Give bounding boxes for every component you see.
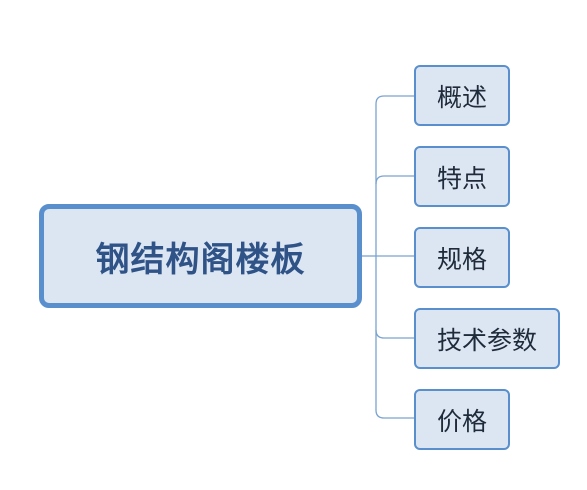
connector-branch-features	[375, 175, 414, 185]
child-node-label: 技术参数	[436, 325, 537, 355]
connector-branch-parameters	[375, 329, 414, 339]
child-node-specs[interactable]: 规格	[414, 227, 510, 288]
child-node-overview[interactable]: 概述	[414, 65, 510, 126]
child-node-label: 规格	[436, 244, 487, 274]
connector-spine	[375, 95, 385, 419]
child-node-price[interactable]: 价格	[414, 389, 510, 450]
child-node-label: 概述	[436, 82, 487, 112]
root-node-label: 钢结构阁楼板	[95, 239, 306, 280]
child-node-label: 特点	[436, 163, 487, 193]
root-node[interactable]: 钢结构阁楼板	[39, 204, 362, 308]
child-node-label: 价格	[436, 406, 487, 436]
child-node-features[interactable]: 特点	[414, 146, 510, 207]
child-node-parameters[interactable]: 技术参数	[414, 308, 560, 369]
